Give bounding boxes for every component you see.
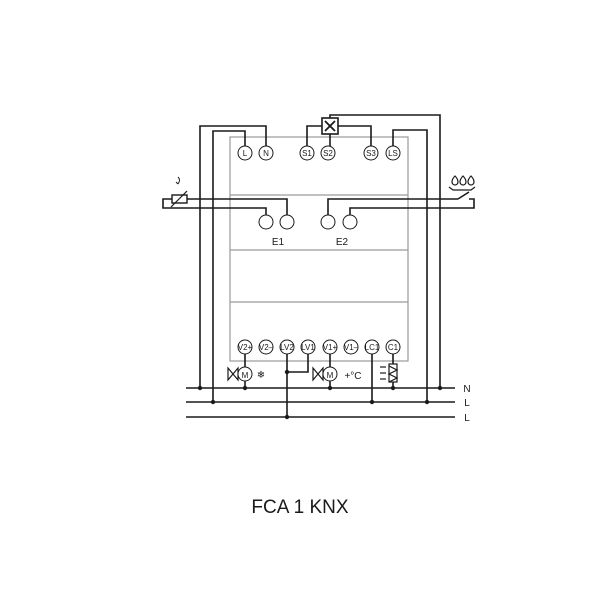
terminal-s2: S2	[320, 145, 336, 161]
terminal-label: V1–	[344, 343, 359, 352]
svg-text:S1: S1	[302, 149, 312, 158]
terminal-l: L	[237, 145, 253, 161]
cooling-icon: ❄	[257, 370, 265, 381]
bus-l2-label: L	[464, 413, 470, 424]
terminal-label: V2+	[238, 343, 253, 352]
bus-n-label: N	[463, 384, 470, 395]
svg-text:N: N	[263, 149, 269, 158]
terminal-label: LV2	[280, 343, 294, 352]
svg-text:S2: S2	[323, 149, 333, 158]
heating-label: +°C	[344, 371, 361, 382]
device-title: FCA 1 KNX	[251, 497, 349, 518]
svg-text:M: M	[242, 371, 249, 380]
terminal-label: V1+	[323, 343, 338, 352]
svg-text:M: M	[327, 371, 334, 380]
terminal-bottom: V1–	[343, 339, 359, 355]
terminal-bottom: V2+	[237, 339, 253, 355]
bottom-terminals: V2+ V2– LV2 LV1 V1+ V1– LC1 C1	[237, 339, 401, 355]
terminal-bottom: LV1	[300, 339, 316, 355]
input-terminals: E1 E2	[258, 214, 358, 248]
wires	[162, 114, 475, 418]
terminal-bottom: LV2	[279, 339, 295, 355]
top-terminals: L N S1 S2 S3 LS	[237, 145, 401, 161]
svg-text:LS: LS	[388, 149, 398, 158]
terminal-bottom: V2–	[258, 339, 274, 355]
device-housing	[229, 136, 409, 362]
terminal-bottom: LC1	[364, 339, 380, 355]
terminal-label: LV1	[301, 343, 315, 352]
terminal-label: V2–	[259, 343, 274, 352]
terminal-s3: S3	[363, 145, 379, 161]
heating-valve-icon: M	[312, 366, 338, 382]
junction-dots	[197, 369, 443, 420]
fan-symbol-icon	[321, 117, 339, 135]
terminal-label: C1	[388, 343, 399, 352]
terminal-label: LC1	[365, 343, 380, 352]
svg-text:S3: S3	[366, 149, 376, 158]
dew-point-icon	[448, 175, 476, 191]
electric-heater-icon	[380, 363, 399, 383]
input-e2-label: E2	[336, 237, 349, 248]
terminal-n: N	[258, 145, 274, 161]
temperature-sensor-icon	[170, 176, 188, 208]
input-e1-label: E1	[272, 237, 285, 248]
bus-l1-label: L	[464, 398, 470, 409]
terminal-bottom: V1+	[322, 339, 338, 355]
terminal-ls: LS	[385, 145, 401, 161]
terminal-bottom: C1	[385, 339, 401, 355]
svg-text:L: L	[243, 149, 248, 158]
terminal-s1: S1	[299, 145, 315, 161]
cooling-valve-icon: M	[227, 366, 253, 382]
